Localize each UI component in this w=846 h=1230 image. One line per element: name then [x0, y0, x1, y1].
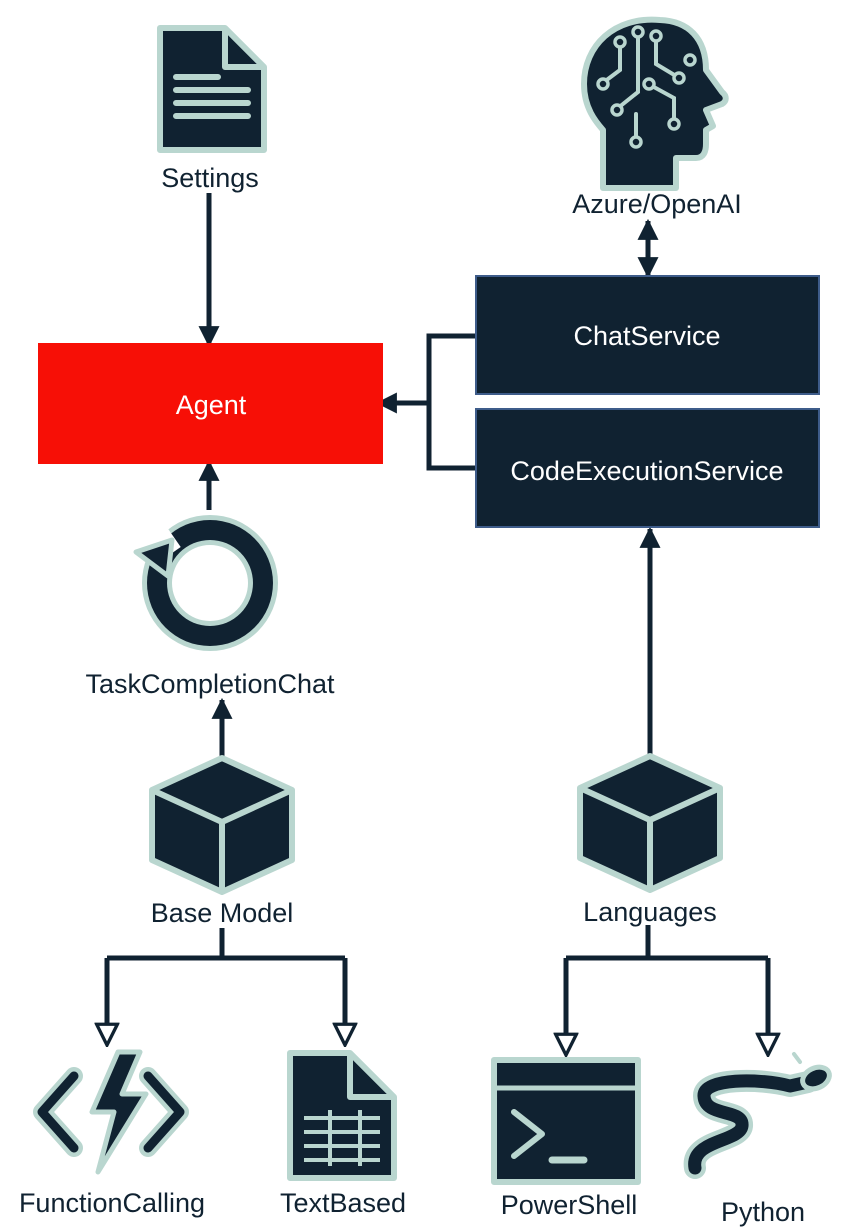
document-icon	[157, 25, 267, 153]
chat-service-node: ChatService	[475, 275, 820, 395]
chat-service-label: ChatService	[573, 321, 720, 351]
text-based-label: TextBased	[280, 1188, 406, 1218]
settings-node: Settings	[157, 25, 267, 193]
azure-openai-label: Azure/OpenAI	[572, 189, 742, 219]
text-document-icon	[287, 1050, 397, 1181]
agent-box	[38, 343, 383, 464]
python-label: Python	[721, 1197, 805, 1227]
python-node: Python	[683, 1052, 832, 1227]
code-execution-service-box	[475, 408, 820, 528]
code-execution-service-node: CodeExecutionService	[475, 408, 820, 528]
languages-branch-line	[566, 925, 768, 961]
cube-icon	[577, 753, 723, 893]
function-lightning-icon	[33, 1049, 189, 1175]
settings-label: Settings	[161, 163, 259, 193]
task-completion-chat-node: TaskCompletionChat	[85, 515, 335, 699]
basemodel-branch-line	[107, 928, 345, 961]
azure-openai-node: Azure/OpenAI	[572, 16, 742, 219]
languages-node: Languages	[577, 753, 723, 927]
languages-label: Languages	[583, 897, 717, 927]
powershell-node: PowerShell	[491, 1057, 641, 1220]
refresh-loop-icon	[133, 515, 278, 651]
chat-service-box	[475, 275, 820, 395]
code-execution-service-label: CodeExecutionService	[510, 456, 783, 486]
agent-node: Agent	[38, 343, 383, 464]
agent-label: Agent	[176, 390, 247, 420]
function-calling-label: FunctionCalling	[19, 1188, 205, 1218]
terminal-icon	[491, 1057, 641, 1185]
services-bracket-line	[426, 333, 476, 471]
base-model-label: Base Model	[151, 898, 294, 928]
base-model-node: Base Model	[149, 755, 295, 928]
function-calling-node: FunctionCalling	[19, 1049, 205, 1218]
text-based-node: TextBased	[280, 1050, 406, 1218]
brain-head-icon	[581, 16, 729, 191]
connectors	[107, 193, 768, 1053]
task-completion-chat-label: TaskCompletionChat	[85, 669, 335, 699]
cube-icon	[149, 755, 295, 895]
snake-icon	[683, 1052, 832, 1179]
powershell-label: PowerShell	[501, 1190, 638, 1220]
